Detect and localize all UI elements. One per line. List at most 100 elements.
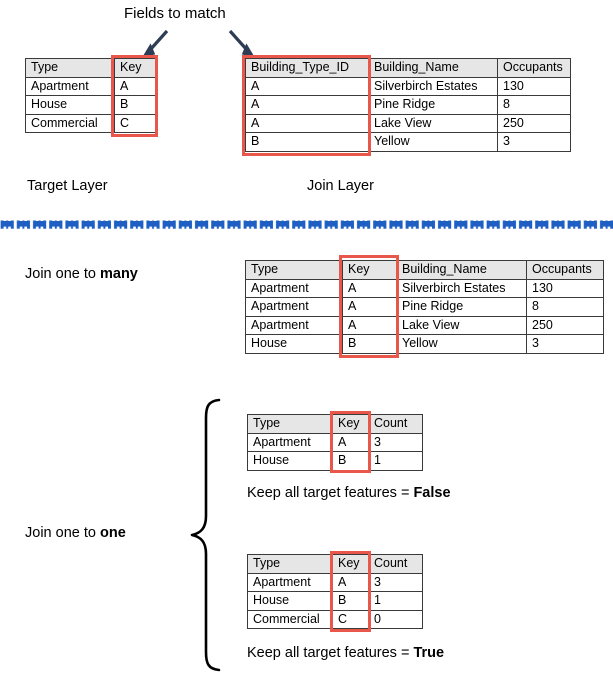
cell-type: House bbox=[245, 334, 343, 354]
arrow-to-join-key-icon bbox=[228, 29, 256, 58]
table-row: A Lake View 250 bbox=[245, 113, 571, 133]
join-layer-table-wrap: Building_Type_ID Building_Name Occupants… bbox=[242, 55, 571, 156]
table-row: Apartment A Pine Ridge 8 bbox=[245, 297, 604, 317]
column-header-count: Count bbox=[368, 414, 423, 434]
cell-building-type-id: B bbox=[245, 132, 369, 152]
cell-type: House bbox=[247, 451, 333, 471]
column-header-building-name: Building_Name bbox=[368, 58, 498, 78]
cell-building-type-id: A bbox=[245, 95, 369, 115]
cell-count: 3 bbox=[368, 572, 423, 592]
cell-building-name: Pine Ridge bbox=[396, 297, 527, 317]
table-row: B Yellow 3 bbox=[245, 132, 571, 152]
cell-key: A bbox=[342, 297, 397, 317]
cell-count: 1 bbox=[368, 591, 423, 611]
cell-building-name: Pine Ridge bbox=[368, 95, 498, 115]
column-header-count: Count bbox=[368, 554, 423, 574]
table-row: House B 1 bbox=[247, 451, 423, 471]
keep-all-false-value: False bbox=[413, 485, 451, 501]
cell-occupants: 130 bbox=[497, 76, 571, 96]
column-header-type: Type bbox=[247, 554, 333, 574]
cell-key: A bbox=[114, 76, 156, 96]
cell-key: C bbox=[114, 113, 156, 133]
join-one-to-many-emphasis: many bbox=[99, 266, 138, 282]
one-to-many-table: Type Key Building_Name Occupants Apartme… bbox=[245, 260, 604, 354]
column-header-key: Key bbox=[332, 554, 369, 574]
cell-building-name: Lake View bbox=[396, 315, 527, 335]
one-to-many-table-wrap: Type Key Building_Name Occupants Apartme… bbox=[245, 255, 604, 358]
cell-occupants: 130 bbox=[526, 278, 604, 298]
join-layer-caption: Join Layer bbox=[307, 178, 374, 194]
cell-type: House bbox=[25, 95, 115, 115]
column-header-occupants: Occupants bbox=[497, 58, 571, 78]
table-header-row: Type Key bbox=[25, 58, 156, 78]
table-row: Apartment A 3 bbox=[247, 572, 423, 592]
column-header-key: Key bbox=[332, 414, 369, 434]
table-row: Apartment A Lake View 250 bbox=[245, 315, 604, 335]
table-row: House B 1 bbox=[247, 591, 423, 611]
cell-key: B bbox=[342, 334, 397, 354]
join-one-to-many-label: Join one to many bbox=[25, 266, 138, 283]
cell-type: Apartment bbox=[245, 315, 343, 335]
section-divider bbox=[0, 219, 613, 231]
keep-all-true-value: True bbox=[413, 645, 445, 661]
one-to-one-false-table: Type Key Count Apartment A 3 House B 1 bbox=[247, 414, 423, 471]
table-row: Apartment A 3 bbox=[247, 432, 423, 452]
one-to-one-true-table-wrap: Type Key Count Apartment A 3 House B 1 C… bbox=[247, 551, 423, 632]
cell-occupants: 250 bbox=[526, 315, 604, 335]
keep-all-false-label: Keep all target features = False bbox=[247, 485, 451, 502]
table-row: A Pine Ridge 8 bbox=[245, 95, 571, 115]
column-header-building-type-id: Building_Type_ID bbox=[245, 58, 369, 78]
one-to-one-false-table-wrap: Type Key Count Apartment A 3 House B 1 bbox=[247, 411, 423, 473]
table-header-row: Building_Type_ID Building_Name Occupants bbox=[245, 58, 571, 78]
cell-count: 0 bbox=[368, 609, 423, 629]
cell-occupants: 8 bbox=[497, 95, 571, 115]
cell-key: A bbox=[342, 315, 397, 335]
table-header-row: Type Key Building_Name Occupants bbox=[245, 260, 604, 280]
cell-building-name: Lake View bbox=[368, 113, 498, 133]
cell-building-type-id: A bbox=[245, 76, 369, 96]
table-row: Commercial C 0 bbox=[247, 609, 423, 629]
cell-key: A bbox=[332, 432, 369, 452]
cell-occupants: 3 bbox=[526, 334, 604, 354]
table-row: Apartment A Silverbirch Estates 130 bbox=[245, 278, 604, 298]
column-header-type: Type bbox=[25, 58, 115, 78]
cell-type: Apartment bbox=[247, 572, 333, 592]
join-layer-table: Building_Type_ID Building_Name Occupants… bbox=[245, 58, 571, 152]
join-one-to-many-prefix: Join one to bbox=[25, 266, 100, 282]
join-one-to-one-prefix: Join one to bbox=[25, 525, 100, 541]
cell-key: B bbox=[332, 591, 369, 611]
cell-type: House bbox=[247, 591, 333, 611]
target-layer-table: Type Key Apartment A House B Commercial … bbox=[25, 58, 156, 133]
cell-type: Apartment bbox=[245, 278, 343, 298]
cell-type: Apartment bbox=[245, 297, 343, 317]
column-header-type: Type bbox=[247, 414, 333, 434]
cell-count: 3 bbox=[368, 432, 423, 452]
keep-all-false-prefix: Keep all target features = bbox=[247, 485, 414, 501]
column-header-building-name: Building_Name bbox=[396, 260, 527, 280]
cell-key: B bbox=[332, 451, 369, 471]
cell-type: Apartment bbox=[247, 432, 333, 452]
cell-building-name: Silverbirch Estates bbox=[396, 278, 527, 298]
column-header-type: Type bbox=[245, 260, 343, 280]
cell-occupants: 8 bbox=[526, 297, 604, 317]
join-one-to-one-emphasis: one bbox=[99, 525, 126, 541]
cell-key: C bbox=[332, 609, 369, 629]
table-row: House B bbox=[25, 95, 156, 115]
cell-key: A bbox=[342, 278, 397, 298]
cell-type: Commercial bbox=[25, 113, 115, 133]
cell-type: Apartment bbox=[25, 76, 115, 96]
cell-count: 1 bbox=[368, 451, 423, 471]
column-header-key: Key bbox=[114, 58, 156, 78]
cell-building-type-id: A bbox=[245, 113, 369, 133]
table-row: A Silverbirch Estates 130 bbox=[245, 76, 571, 96]
join-one-to-one-brace bbox=[190, 398, 221, 672]
target-layer-table-wrap: Type Key Apartment A House B Commercial … bbox=[25, 55, 158, 137]
cell-occupants: 250 bbox=[497, 113, 571, 133]
keep-all-true-prefix: Keep all target features = bbox=[247, 645, 414, 661]
cell-type: Commercial bbox=[247, 609, 333, 629]
keep-all-true-label: Keep all target features = True bbox=[247, 645, 444, 662]
arrow-to-target-key-icon bbox=[141, 29, 169, 58]
table-row: Apartment A bbox=[25, 76, 156, 96]
table-row: Commercial C bbox=[25, 113, 156, 133]
